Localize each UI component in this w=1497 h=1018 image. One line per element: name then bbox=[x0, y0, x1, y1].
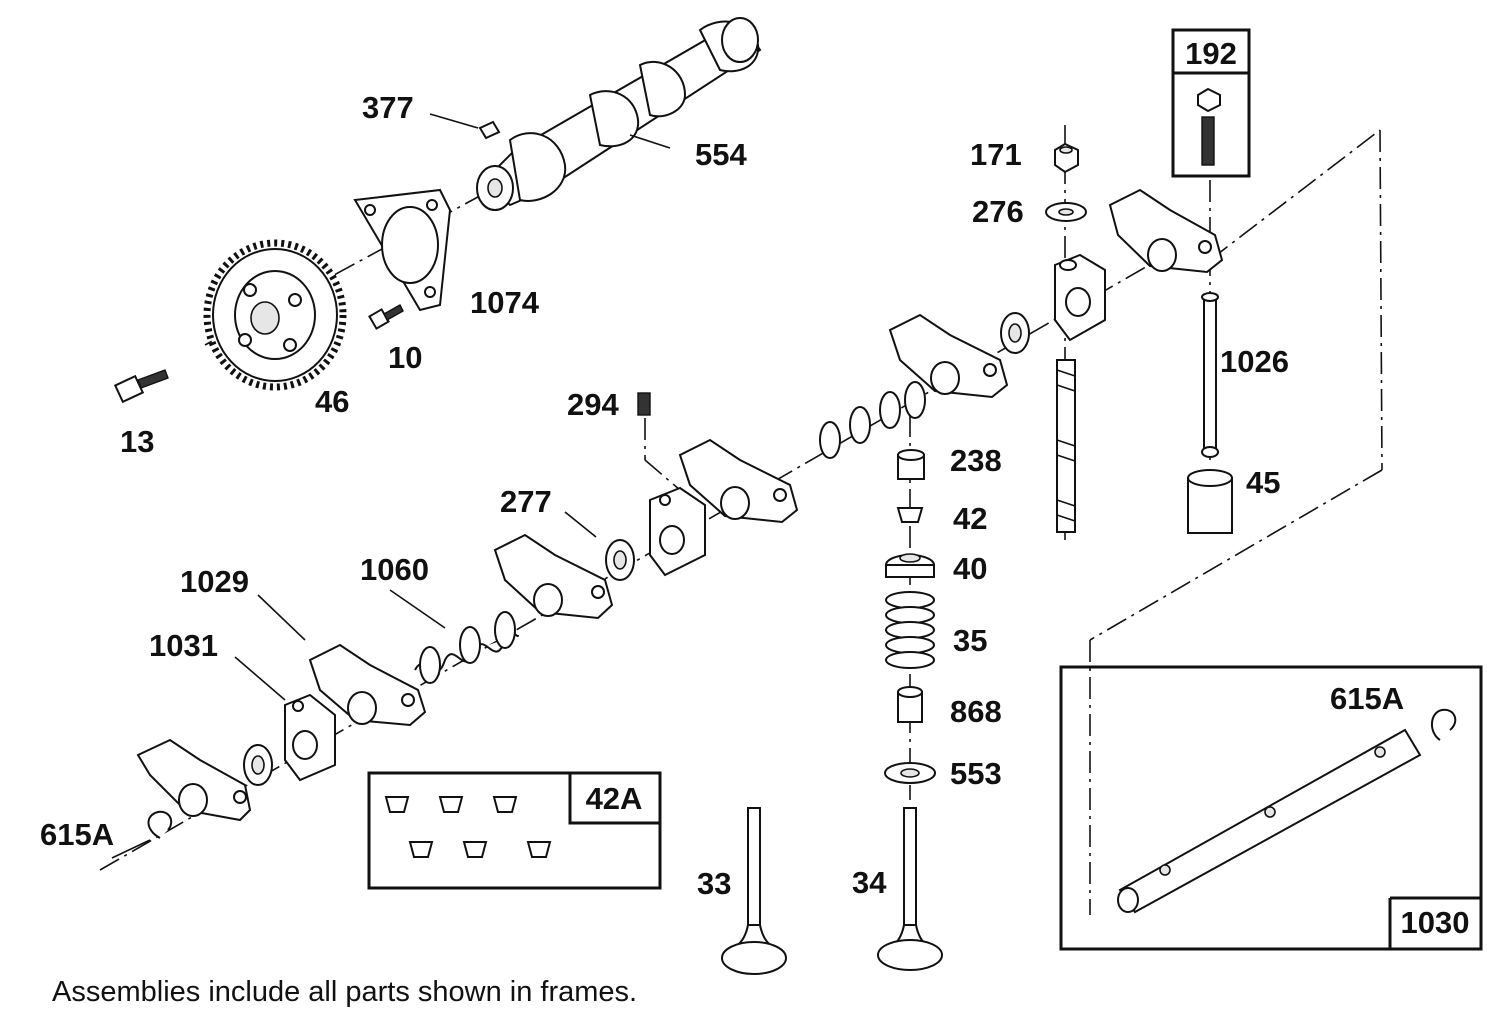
callout-377: 377 bbox=[362, 90, 414, 125]
keeper-set bbox=[384, 796, 552, 858]
rocker-arm-mid bbox=[493, 533, 614, 620]
callout-277: 277 bbox=[500, 484, 552, 519]
rocker-arm-upper-mid bbox=[678, 438, 799, 524]
callout-45: 45 bbox=[1246, 465, 1280, 500]
nut-171 bbox=[1054, 142, 1079, 174]
assemblies-footnote: Assemblies include all parts shown in fr… bbox=[52, 976, 638, 1008]
valve-spring-35 bbox=[885, 591, 935, 669]
washer-276 bbox=[1045, 202, 1087, 222]
intake-valve-33 bbox=[721, 807, 787, 975]
circlip-right bbox=[1431, 708, 1457, 741]
frame-192-label: 192 bbox=[1185, 36, 1237, 71]
callout-34: 34 bbox=[852, 865, 887, 900]
callout-10: 10 bbox=[388, 340, 422, 375]
callout-554: 554 bbox=[695, 137, 747, 172]
washer-553 bbox=[884, 762, 936, 784]
rocker-support-upper bbox=[1054, 253, 1106, 342]
frame-1030: 1030 bbox=[1059, 665, 1483, 951]
push-rod-1026 bbox=[1201, 292, 1219, 458]
rocker-support-294 bbox=[649, 486, 706, 577]
spring-1060 bbox=[414, 611, 519, 684]
frame-1030-label: 1030 bbox=[1401, 905, 1470, 940]
callout-1026: 1026 bbox=[1220, 344, 1289, 379]
rocker-support-1031 bbox=[284, 693, 336, 782]
spring-upper bbox=[819, 381, 926, 459]
washer-277 bbox=[605, 539, 635, 581]
callout-40: 40 bbox=[953, 551, 987, 586]
valve-cap-238 bbox=[897, 449, 925, 480]
callout-35: 35 bbox=[953, 623, 987, 658]
woodruff-key-part bbox=[478, 120, 501, 140]
stud-part bbox=[1056, 359, 1076, 533]
callout-1060: 1060 bbox=[360, 552, 429, 587]
washer-upper bbox=[1000, 312, 1030, 354]
cam-gear-part bbox=[203, 239, 347, 391]
camshaft-part bbox=[476, 17, 762, 211]
rocker-arm-left bbox=[136, 738, 252, 822]
callout-1031: 1031 bbox=[149, 628, 218, 663]
callout-294: 294 bbox=[567, 387, 619, 422]
callout-615a-right: 615A bbox=[1330, 681, 1404, 716]
callout-276: 276 bbox=[972, 194, 1024, 229]
rocker-shaft-part bbox=[1117, 728, 1422, 914]
bolt-part bbox=[113, 369, 169, 404]
keeper-42 bbox=[896, 507, 924, 523]
setscrew-294 bbox=[637, 392, 651, 416]
frame-192: 192 bbox=[1171, 28, 1251, 178]
frame-42a: 42A bbox=[367, 771, 662, 890]
rocker-arm-upper bbox=[888, 313, 1009, 399]
frame-42a-label: 42A bbox=[586, 781, 643, 816]
spacer-washer-1 bbox=[243, 744, 273, 786]
callout-238: 238 bbox=[950, 443, 1002, 478]
callout-615a-left: 615A bbox=[40, 817, 114, 852]
callout-553: 553 bbox=[950, 756, 1002, 791]
screw-part bbox=[368, 304, 404, 330]
seal-868 bbox=[897, 686, 923, 723]
callout-1029: 1029 bbox=[180, 564, 249, 599]
callout-33: 33 bbox=[697, 866, 731, 901]
circlip-left bbox=[147, 810, 173, 839]
retainer-40 bbox=[885, 553, 935, 578]
leader-lines bbox=[111, 113, 671, 859]
bearing-plate-part bbox=[353, 188, 452, 312]
callout-42: 42 bbox=[953, 501, 987, 536]
callout-868: 868 bbox=[950, 694, 1002, 729]
callout-labels: 377 554 1074 10 46 13 294 277 1029 1060 … bbox=[40, 90, 1404, 901]
callout-46: 46 bbox=[315, 384, 349, 419]
rocker-arm-1029 bbox=[308, 643, 427, 727]
rocker-arm-top bbox=[1108, 188, 1224, 274]
callout-171: 171 bbox=[970, 137, 1022, 172]
exhaust-valve-34 bbox=[877, 807, 943, 971]
callout-1074: 1074 bbox=[470, 285, 540, 320]
callout-13: 13 bbox=[120, 424, 154, 459]
tappet-45 bbox=[1187, 469, 1233, 534]
